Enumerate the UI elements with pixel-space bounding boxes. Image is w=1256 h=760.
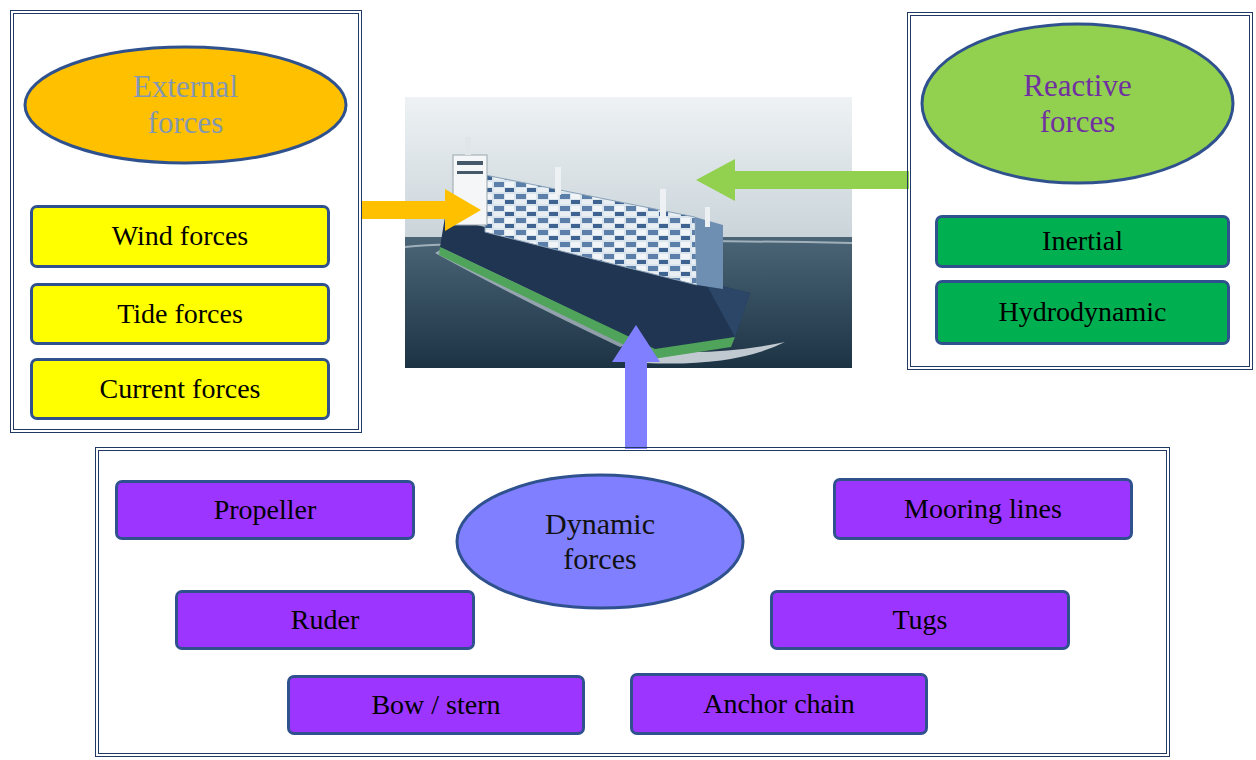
force-box: Wind forces: [30, 205, 330, 268]
force-label: Ruder: [291, 604, 359, 636]
category-label: External forces: [98, 69, 273, 140]
force-label: Tugs: [892, 604, 947, 636]
force-label: Wind forces: [112, 220, 249, 252]
force-box: Current forces: [30, 358, 330, 420]
force-label: Inertial: [1042, 225, 1123, 257]
group-panel: Reactive forcesInertialHydrodynamic: [907, 12, 1253, 370]
reactive-arrow: [696, 159, 909, 201]
category-label: Dynamic forces: [513, 507, 688, 576]
force-label: Mooring lines: [904, 493, 1062, 525]
force-box: Tide forces: [30, 283, 330, 345]
force-label: Propeller: [214, 494, 317, 526]
force-label: Tide forces: [117, 298, 243, 330]
force-box: Tugs: [770, 590, 1070, 650]
force-box: Propeller: [115, 480, 415, 540]
force-box: Anchor chain: [630, 673, 928, 735]
category-ellipse: Dynamic forces: [455, 473, 745, 610]
force-box: Hydrodynamic: [935, 280, 1230, 345]
force-box: Mooring lines: [833, 478, 1133, 540]
force-label: Hydrodynamic: [999, 296, 1167, 328]
category-ellipse: Reactive forces: [920, 22, 1235, 185]
force-label: Anchor chain: [703, 688, 855, 720]
dynamic-arrow: [612, 325, 660, 449]
external-arrow: [362, 189, 481, 231]
force-box: Ruder: [175, 590, 475, 650]
category-ellipse: External forces: [23, 45, 348, 165]
category-label: Reactive forces: [990, 68, 1165, 139]
force-box: Inertial: [935, 215, 1230, 268]
group-panel: External forcesWind forcesTide forcesCur…: [10, 10, 362, 433]
force-box: Bow / stern: [287, 675, 585, 735]
force-label: Bow / stern: [371, 689, 500, 721]
group-panel: Dynamic forces Propeller Mooring linesRude…: [95, 447, 1170, 757]
force-label: Current forces: [100, 373, 261, 405]
